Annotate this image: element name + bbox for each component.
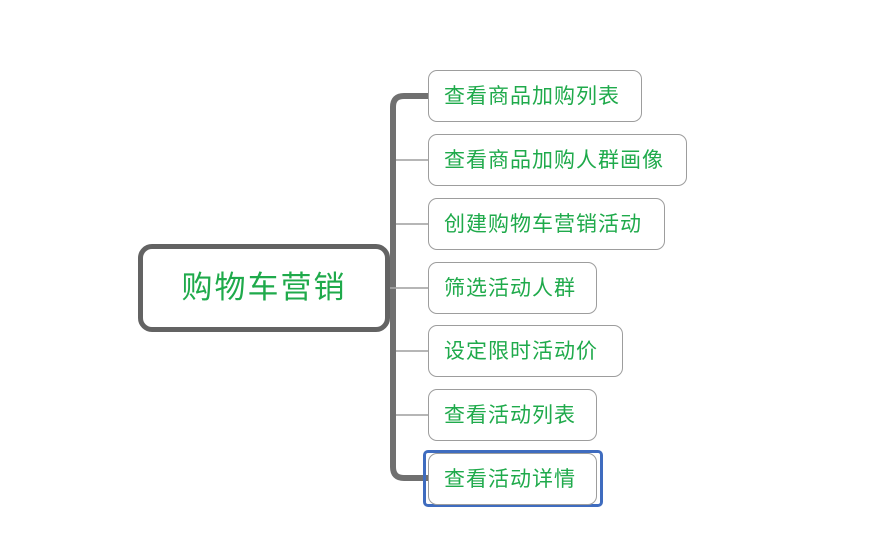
node-view-cart-add-audience-profile[interactable]: 查看商品加购人群画像 — [428, 134, 687, 186]
node-label: 查看活动列表 — [444, 402, 576, 427]
node-label: 查看商品加购人群画像 — [444, 147, 664, 172]
node-label: 设定限时活动价 — [444, 338, 598, 363]
node-label: 查看活动详情 — [444, 466, 576, 491]
node-create-cart-campaign[interactable]: 创建购物车营销活动 — [428, 198, 665, 250]
root-node[interactable]: 购物车营销 — [138, 244, 390, 332]
node-label: 查看商品加购列表 — [444, 83, 620, 108]
node-set-limited-time-price[interactable]: 设定限时活动价 — [428, 325, 623, 377]
node-view-cart-add-list[interactable]: 查看商品加购列表 — [428, 70, 642, 122]
root-node-label: 购物车营销 — [181, 269, 347, 306]
node-view-campaign-list[interactable]: 查看活动列表 — [428, 389, 597, 441]
node-filter-campaign-audience[interactable]: 筛选活动人群 — [428, 262, 597, 314]
node-label: 筛选活动人群 — [444, 275, 576, 300]
trunk-line — [390, 93, 428, 481]
node-label: 创建购物车营销活动 — [444, 211, 642, 236]
node-view-campaign-detail[interactable]: 查看活动详情 — [428, 453, 597, 505]
